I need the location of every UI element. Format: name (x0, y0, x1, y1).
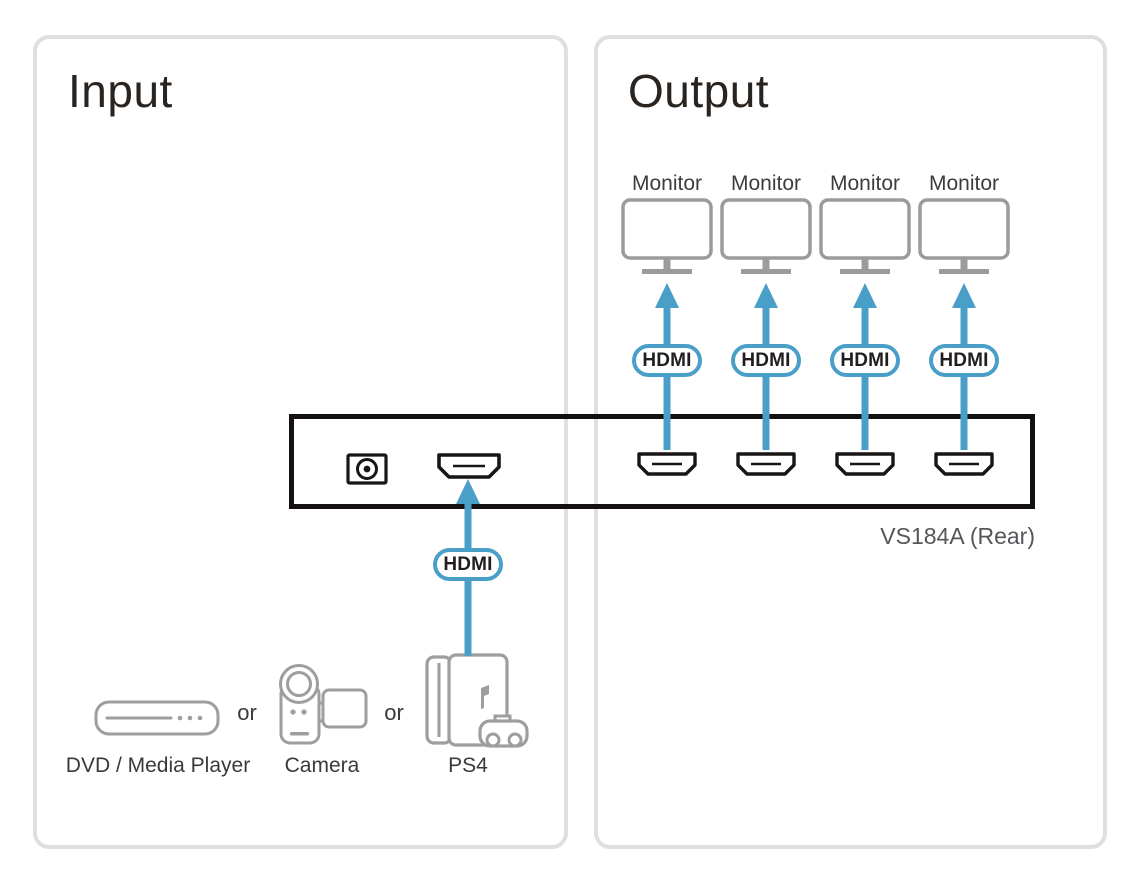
or-separator: or (384, 700, 404, 725)
ps4-label: PS4 (448, 754, 488, 777)
arrow-up-icon (952, 283, 976, 450)
hdmi-badge: HDMI (433, 548, 503, 581)
output-panel (594, 35, 1107, 849)
monitor-label: Monitor (928, 172, 1000, 195)
camera-label: Camera (284, 754, 360, 777)
monitor-label: Monitor (631, 172, 703, 195)
hdmi-badge: HDMI (929, 344, 999, 377)
arrow-up-icon (754, 283, 778, 450)
hdmi-badge: HDMI (830, 344, 900, 377)
dvd-media-player-icon (94, 700, 220, 736)
dvd-media-player-label: DVD / Media Player (65, 754, 251, 777)
monitor-icon (819, 198, 911, 274)
monitor-icon (720, 198, 812, 274)
output-panel-title: Output (628, 65, 770, 117)
monitor-label: Monitor (829, 172, 901, 195)
input-panel-title: Input (68, 65, 173, 117)
hdmi-badge: HDMI (731, 344, 801, 377)
hdmi-output-port-icon (736, 452, 796, 476)
hdmi-output-port-icon (637, 452, 697, 476)
or-separator: or (237, 700, 257, 725)
hdmi-input-port-icon (437, 453, 501, 479)
arrow-up-icon (853, 283, 877, 450)
hdmi-badge: HDMI (632, 344, 702, 377)
monitor-label: Monitor (730, 172, 802, 195)
camera-icon (279, 664, 368, 745)
ps4-icon (425, 653, 529, 748)
arrow-up-icon (655, 283, 679, 450)
hdmi-output-port-icon (835, 452, 895, 476)
hdmi-output-port-icon (934, 452, 994, 476)
monitor-icon (918, 198, 1010, 274)
dc-power-jack-icon (346, 453, 388, 485)
monitor-icon (621, 198, 713, 274)
vs184a-rear-box (289, 414, 1035, 509)
device-model-label: VS184A (Rear) (880, 523, 1035, 549)
